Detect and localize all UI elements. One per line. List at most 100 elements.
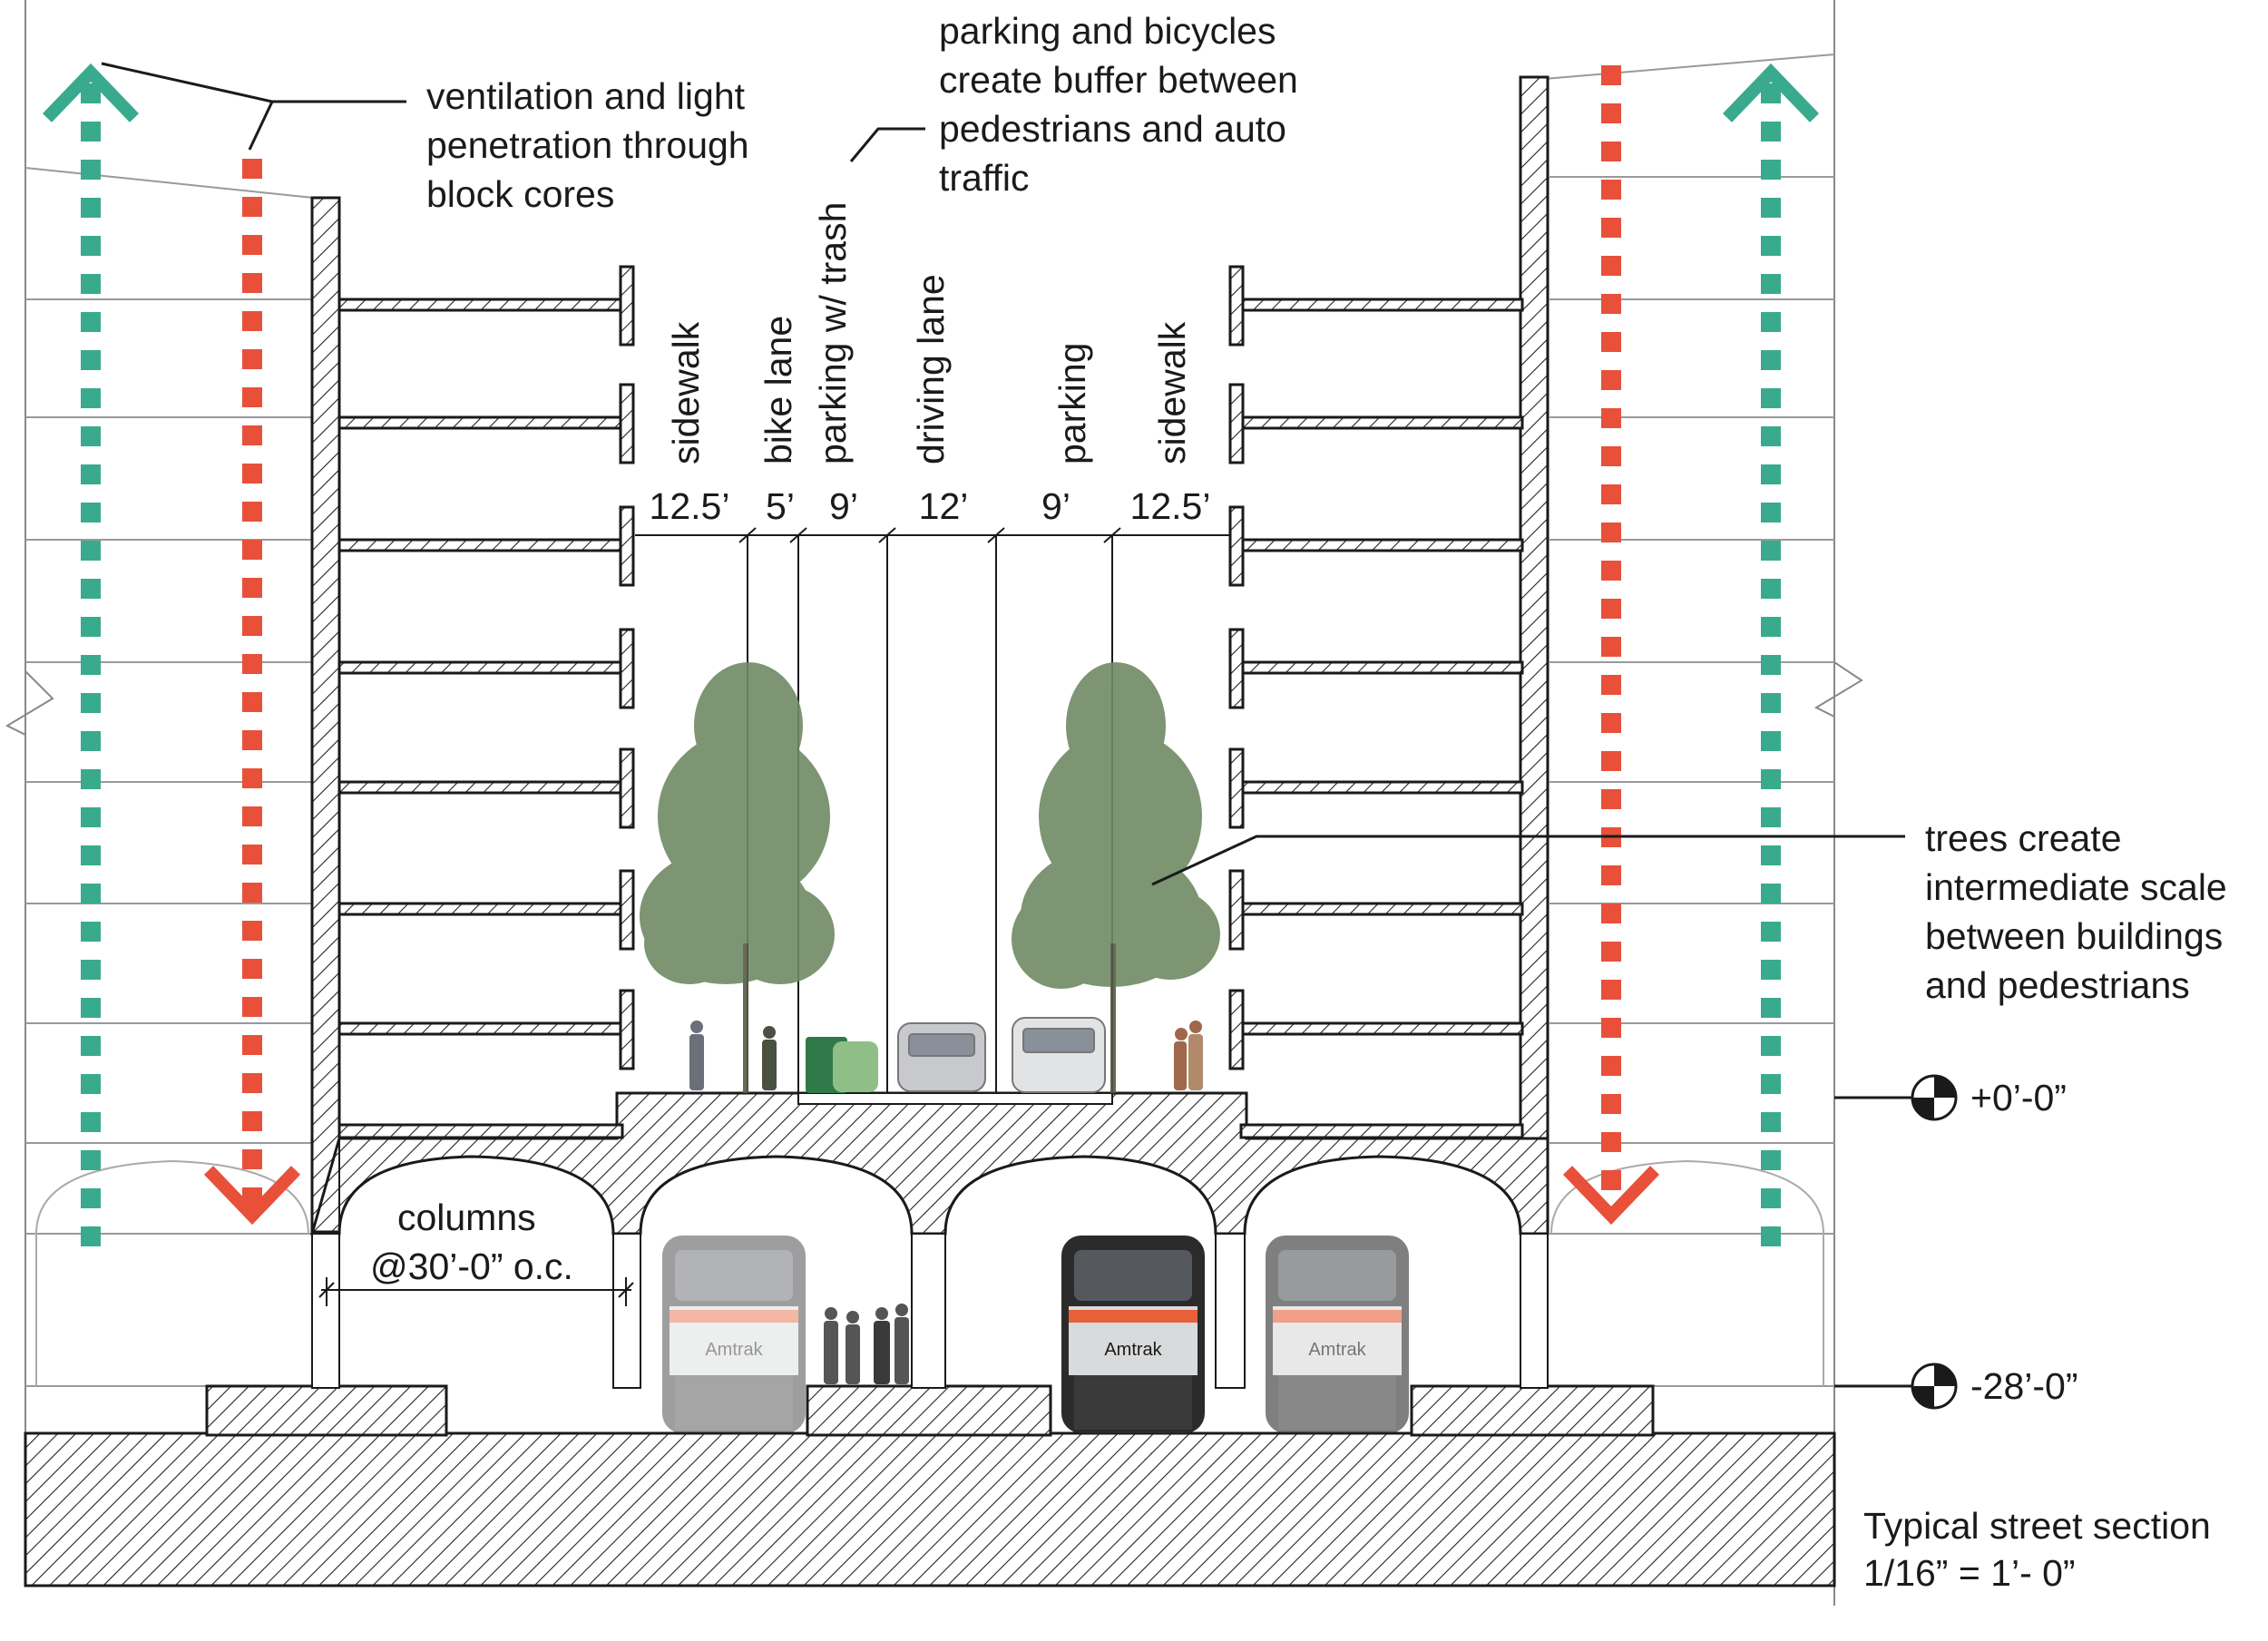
ventilation-arrow-left: [42, 63, 140, 1252]
arrow-head-up: [1722, 63, 1820, 122]
floor-slab-left: [337, 780, 624, 795]
ventilation-arrows: [42, 63, 1820, 1252]
facade-bracket-left: [619, 383, 635, 464]
floor-slab-left: [337, 538, 624, 552]
zone-label-parking: parking: [1051, 343, 1093, 464]
column-dimension: [318, 1277, 634, 1306]
arrow-head-down: [1562, 1166, 1660, 1226]
train-windshield: [675, 1250, 793, 1301]
train-3: Amtrak: [1266, 1236, 1409, 1433]
train-brand: Amtrak: [705, 1340, 763, 1360]
floor-slab-right: [1239, 902, 1524, 916]
floor-slab-right: [1239, 1123, 1524, 1139]
floor-slab-right: [1239, 780, 1524, 795]
train-bogie: [1074, 1375, 1192, 1430]
tunnel-columns: [311, 1233, 1549, 1389]
buffer-note: parking and bicycles create buffer betwe…: [939, 10, 1308, 199]
pedestrians-right: [1174, 1021, 1203, 1090]
platform-center: [806, 1384, 1052, 1437]
train-stripe: [1273, 1310, 1402, 1323]
zone-label-driving-lane: driving lane: [910, 274, 952, 464]
facade-bracket-left: [619, 265, 635, 347]
platform-left: [205, 1384, 448, 1437]
building-structure: [24, 75, 1836, 1587]
light-arrow-left: [203, 159, 301, 1226]
platform-right: [1410, 1384, 1655, 1437]
columns-note: columns @30’-0” o.c.: [370, 1197, 573, 1287]
zone-label-parking-trash: parking w/ trash: [812, 202, 854, 464]
zone-width-parking-trash: 9’: [829, 485, 858, 527]
train-stripe: [670, 1310, 798, 1323]
train-body: [662, 1236, 806, 1433]
platform-pedestrians: [824, 1304, 909, 1384]
floor-slab-right: [1239, 298, 1524, 312]
train-bogie: [675, 1375, 793, 1430]
floor-slab-right: [1239, 1021, 1524, 1036]
train-2: Amtrak: [1061, 1236, 1205, 1433]
facade-bracket-right: [1228, 747, 1245, 829]
facade-bracket-left: [619, 869, 635, 951]
floor-slab-right: [1239, 660, 1524, 675]
facade-bracket-right: [1228, 505, 1245, 587]
zone-width-sidewalk-left: 12.5’: [650, 485, 730, 527]
parked-car-left: [833, 1041, 878, 1092]
zone-width-driving-lane: 12’: [919, 485, 969, 527]
facade-bracket-right: [1228, 869, 1245, 951]
facade-bracket-left: [619, 628, 635, 709]
caption-scale: 1/16” = 1’- 0”: [1863, 1552, 2076, 1594]
caption-title: Typical street section: [1863, 1505, 2211, 1547]
floor-slab-right: [1239, 415, 1524, 430]
ventilation-note: ventilation and light penetration throug…: [426, 75, 759, 215]
zone-label-sidewalk-left: sidewalk: [665, 321, 707, 464]
tree-right: [1012, 662, 1220, 1093]
train-front: [670, 1306, 798, 1375]
elevation-tracks-label: -28’-0”: [1970, 1365, 2077, 1407]
zone-label-sidewalk-right: sidewalk: [1151, 321, 1193, 464]
cyclist: [762, 1026, 777, 1090]
floor-slab-left: [337, 1021, 624, 1036]
light-arrow-right: [1562, 65, 1660, 1226]
right-building-wall: [1519, 75, 1549, 1236]
floor-slab-left: [337, 902, 624, 916]
elevation-marker-street: [1911, 1074, 1958, 1121]
zone-width-bike-lane: 5’: [766, 485, 795, 527]
ventilation-arrow-right: [1722, 63, 1820, 1252]
zone-width-sidewalk-right: 12.5’: [1130, 485, 1211, 527]
train-windshield: [1074, 1250, 1192, 1301]
facade-bracket-right: [1228, 265, 1245, 347]
street-trees: [640, 662, 1220, 1093]
facade-bracket-left: [619, 747, 635, 829]
facade-bracket-left: [619, 505, 635, 587]
train-stripe: [1069, 1310, 1198, 1323]
zone-label-bike-lane: bike lane: [758, 316, 799, 464]
zone-width-parking: 9’: [1041, 485, 1070, 527]
pedestrian-left: [689, 1021, 704, 1090]
arrow-head-up: [42, 63, 140, 122]
car-parking-right: [1012, 1017, 1106, 1093]
facade-bracket-left: [619, 989, 635, 1070]
floor-slab-left: [337, 1123, 624, 1139]
elevation-street-label: +0’-0”: [1970, 1077, 2067, 1118]
facade-bracket-right: [1228, 989, 1245, 1070]
facade-bracket-right: [1228, 383, 1245, 464]
leader-lines: [101, 62, 1914, 1388]
left-building-wall: [310, 196, 341, 1234]
floor-slab-left: [337, 415, 624, 430]
text-layer: ventilation and light penetration throug…: [370, 10, 2237, 1594]
street-users: [689, 1017, 1203, 1093]
floor-slab-right: [1239, 538, 1524, 552]
train-brand: Amtrak: [1104, 1340, 1162, 1360]
floor-slabs: [337, 265, 1524, 1234]
car-driving-lane: [897, 1022, 986, 1092]
train-bogie: [1278, 1375, 1396, 1430]
train-brand: Amtrak: [1308, 1340, 1366, 1360]
facade-bracket-right: [1228, 628, 1245, 709]
trees-note: trees create intermediate scale between …: [1925, 817, 2237, 1006]
train-windshield: [1278, 1250, 1396, 1301]
floor-slab-left: [337, 660, 624, 675]
tree-left: [640, 662, 835, 1093]
elevation-marker-tracks: [1911, 1363, 1958, 1410]
ground-base: [24, 1431, 1836, 1587]
